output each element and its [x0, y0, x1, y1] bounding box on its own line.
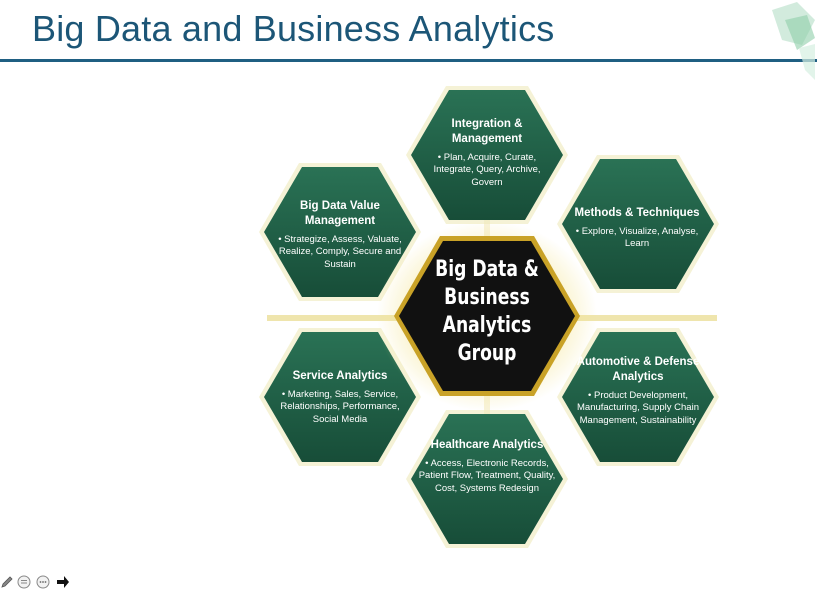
hex-title: Big Data Value Management — [300, 200, 380, 227]
pen-icon[interactable] — [0, 575, 14, 589]
hex-title: Automotive & Defense Analytics — [576, 356, 700, 383]
next-arrow-icon[interactable] — [56, 575, 70, 589]
slide-title: Big Data and Business Analytics — [32, 8, 555, 49]
center-line: Big Data & — [435, 257, 539, 282]
hex-body: • Product Development, Manufacturing, Su… — [577, 390, 699, 426]
center-hexagon — [377, 221, 597, 411]
corner-decoration — [772, 2, 815, 80]
hex-integration-text: Integration & Management • Plan, Acquire… — [418, 117, 556, 189]
hex-body: • Access, Electronic Records, Patient Fl… — [418, 458, 556, 494]
hex-title: Healthcare Analytics — [430, 439, 544, 451]
more-icon[interactable] — [36, 575, 50, 589]
hex-title: Service Analytics — [292, 370, 388, 382]
hex-body: • Plan, Acquire, Curate, Integrate, Quer… — [433, 152, 541, 188]
hex-methods-text: Methods & Techniques • Explore, Visualiz… — [572, 206, 702, 251]
center-line: Analytics — [442, 313, 532, 338]
title-underline — [0, 59, 817, 62]
presenter-toolbar — [0, 575, 90, 589]
hex-value-management-text: Big Data Value Management • Strategize, … — [270, 199, 410, 271]
hex-title: Methods & Techniques — [574, 207, 700, 219]
hex-body: • Marketing, Sales, Service, Relationshi… — [280, 389, 400, 425]
center-line: Business — [444, 285, 530, 310]
notes-icon[interactable] — [17, 575, 31, 589]
hex-service-text: Service Analytics • Marketing, Sales, Se… — [272, 369, 408, 426]
hex-healthcare-text: Healthcare Analytics • Access, Electroni… — [416, 438, 558, 495]
hex-body: • Strategize, Assess, Valuate, Realize, … — [278, 234, 402, 270]
hex-automotive-text: Automotive & Defense Analytics • Product… — [566, 355, 710, 427]
hex-body: • Explore, Visualize, Analyse, Learn — [575, 226, 699, 250]
hexagon-shapes — [259, 86, 719, 548]
center-label: Big Data & Business Analytics Group — [425, 256, 550, 368]
center-line: Group — [457, 341, 517, 366]
hex-title: Integration & Management — [451, 118, 523, 145]
